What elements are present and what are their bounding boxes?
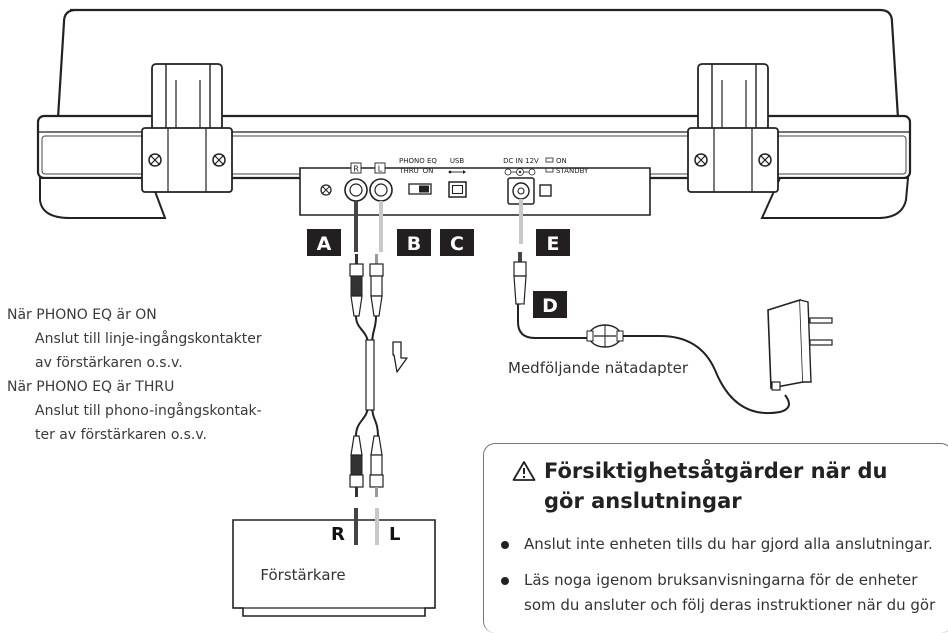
label-d-badge: D [533, 291, 567, 318]
label-c-badge: C [440, 229, 474, 256]
rca-cable-body [355, 315, 379, 437]
caution-title-text: Försiktighetsåtgärder när du gör anslutn… [544, 459, 888, 513]
on-label: ON [423, 167, 434, 175]
svg-text:B: B [407, 233, 421, 255]
dc-cable [513, 199, 790, 415]
svg-text:A: A [317, 233, 332, 255]
caution-title: Försiktighetsåtgärder när du gör anslutn… [512, 456, 932, 516]
caution-item: Anslut inte enheten tills du har gjord a… [484, 532, 944, 557]
note-thru-line-1: Anslut till phono-ingångskontak- [35, 403, 262, 419]
note-on-heading: När PHONO EQ är ON [7, 307, 157, 323]
note-thru-line-2: ter av förstärkaren o.s.v. [35, 427, 207, 443]
l-jack-label: L [378, 165, 383, 174]
amplifier-l-label: L [389, 524, 401, 545]
amplifier-box [232, 516, 436, 617]
caution-box: Försiktighetsåtgärder när du gör anslutn… [483, 443, 948, 633]
usb-icon [448, 170, 466, 174]
bullet-icon [501, 577, 509, 585]
warning-icon [512, 461, 536, 481]
rca-plugs-lower [349, 435, 384, 497]
turntable-connection-diagram: R L PHONO EQ THRU ON USB DC IN 12V [36, 8, 912, 617]
down-arrow-icon [392, 341, 408, 373]
label-e-badge: E [536, 229, 570, 256]
power-switch-icons [545, 157, 554, 173]
caution-item-text: Anslut inte enheten tills du har gjord a… [524, 535, 933, 553]
power-on-label: ON [556, 157, 567, 165]
caution-list: Anslut inte enheten tills du har gjord a… [484, 532, 944, 629]
polarity-icon [504, 168, 536, 176]
r-jack-label: R [353, 165, 359, 174]
svg-text:E: E [547, 233, 560, 255]
amplifier-r-label: R [331, 524, 345, 545]
label-a-badge: A [307, 229, 341, 256]
note-thru-heading: När PHONO EQ är THRU [7, 379, 175, 395]
bullet-icon [501, 541, 509, 549]
amplifier-label: Förstärkare [260, 566, 346, 584]
svg-text:D: D [542, 295, 558, 317]
rear-panel: R L PHONO EQ THRU ON USB DC IN 12V [320, 157, 589, 205]
standby-label: STANDBY [556, 167, 589, 175]
caution-item: Läs noga igenom bruksanvisningarna för d… [484, 568, 944, 618]
thru-label: THRU [398, 167, 419, 175]
phono-eq-label: PHONO EQ [399, 157, 437, 165]
label-b-badge: B [397, 229, 431, 256]
caution-item-text: Läs noga igenom bruksanvisningarna för d… [524, 571, 936, 614]
svg-text:C: C [450, 233, 464, 255]
dc-in-label: DC IN 12V [503, 157, 539, 165]
phono-eq-notes: När PHONO EQ är ON Anslut till linje-ing… [7, 303, 262, 447]
adapter-label: Medföljande nätadapter [508, 359, 688, 377]
usb-label: USB [450, 157, 465, 165]
note-on-line-2: av förstärkaren o.s.v. [35, 355, 183, 371]
note-on-line-1: Anslut till linje-ingångskontakter [35, 331, 262, 347]
left-hinge [141, 63, 233, 193]
rca-cable-upper [354, 201, 383, 252]
power-adapter [767, 298, 833, 391]
rca-plugs-upper [349, 254, 384, 317]
right-hinge [687, 63, 779, 193]
